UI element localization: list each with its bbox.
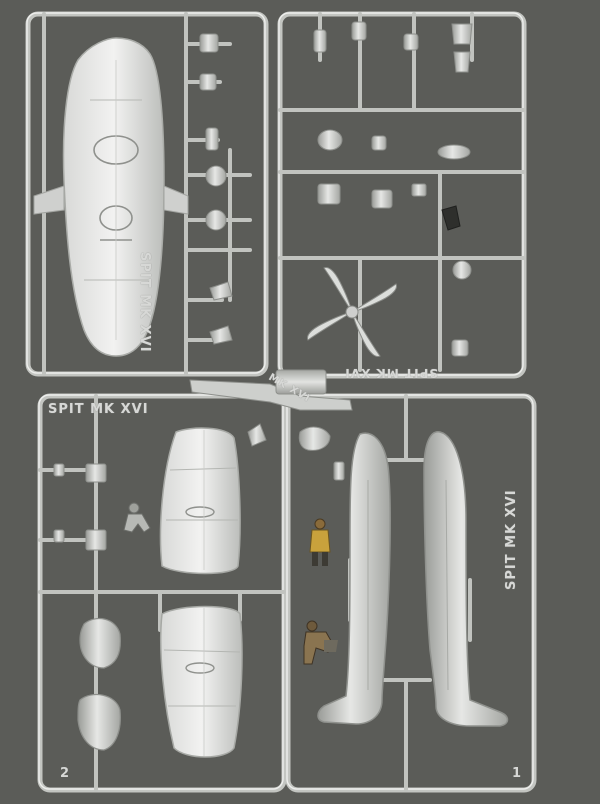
sprue-number-2: 2 [60,766,70,781]
lower-wing-part [33,37,189,357]
sprue-label-bottom-right: SPIT MK XVI [504,489,519,590]
sprue-number-1: 1 [512,766,522,781]
small-parts-bottom-right [298,426,345,481]
upper-wing-part-top [159,427,241,575]
frame-top-left [25,11,269,377]
frame-top-right [277,11,527,379]
pilot-figure-seated [303,620,338,665]
center-parts [189,369,353,411]
frame-bottom-right [285,393,537,793]
pilot-figure-grey [123,502,151,533]
fuselage-half-left [317,432,391,725]
upper-wing-part-bottom [160,605,243,758]
small-parts-bottom-left [53,423,267,551]
propeller-part [307,267,397,357]
dark-part-top-right [441,205,461,231]
small-parts-top-right [313,21,473,357]
small-parts-top-left [199,33,233,345]
sprue-label-top-right: SPIT MK XVI [344,366,438,380]
sprue-runners [38,12,526,792]
cowling-parts [77,617,121,751]
pilot-figure-yellow [309,518,331,566]
sprue-label-bottom-left: SPIT MK XVI [48,402,149,417]
fuselage-half-right [423,431,509,727]
sprue-label-top-left: SPIT MK XVI [137,252,152,353]
